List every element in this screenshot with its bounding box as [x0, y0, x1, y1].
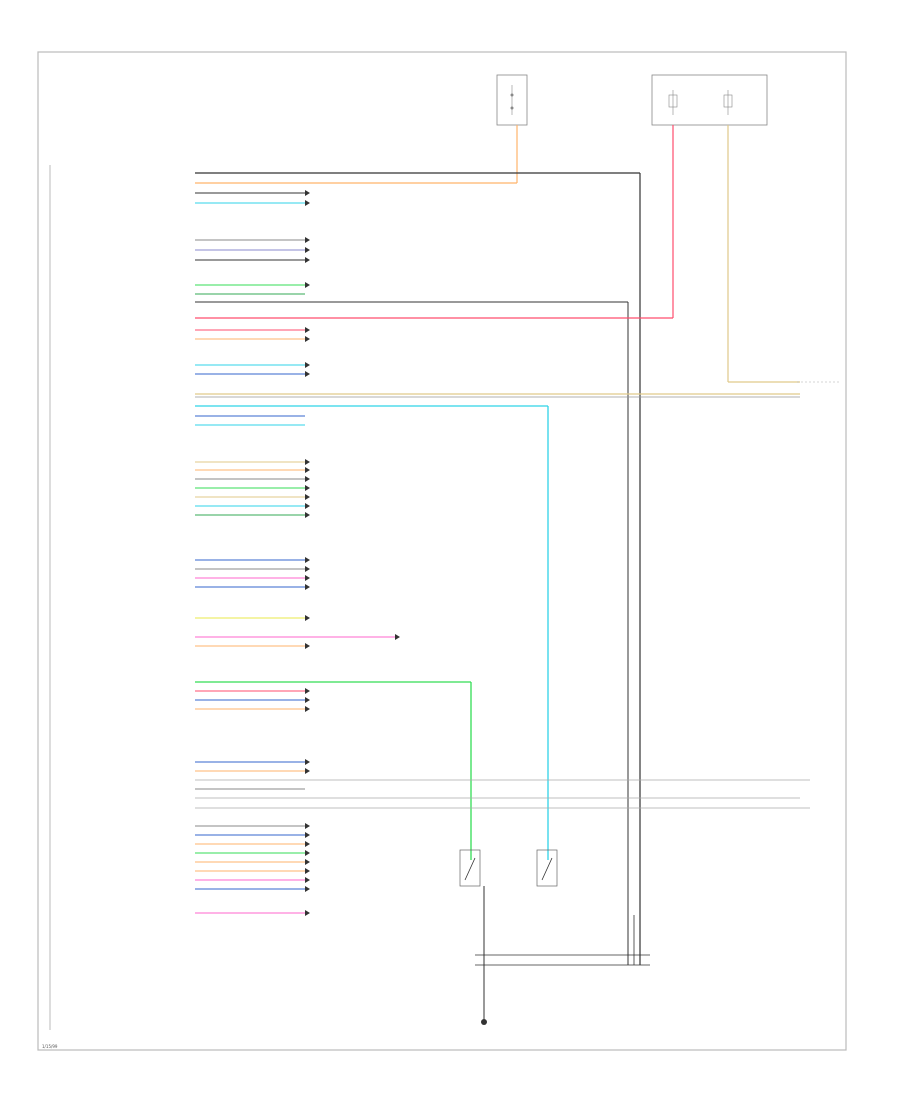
fuse-block-box	[651, 74, 768, 126]
footer-code: 1/15/99	[42, 1044, 58, 1049]
sensor-box	[496, 74, 528, 126]
switch-right	[536, 849, 558, 887]
row-arrows	[305, 190, 400, 916]
pin-rows	[195, 192, 395, 914]
switch-left	[459, 849, 481, 887]
diagram-frame	[37, 51, 847, 1051]
